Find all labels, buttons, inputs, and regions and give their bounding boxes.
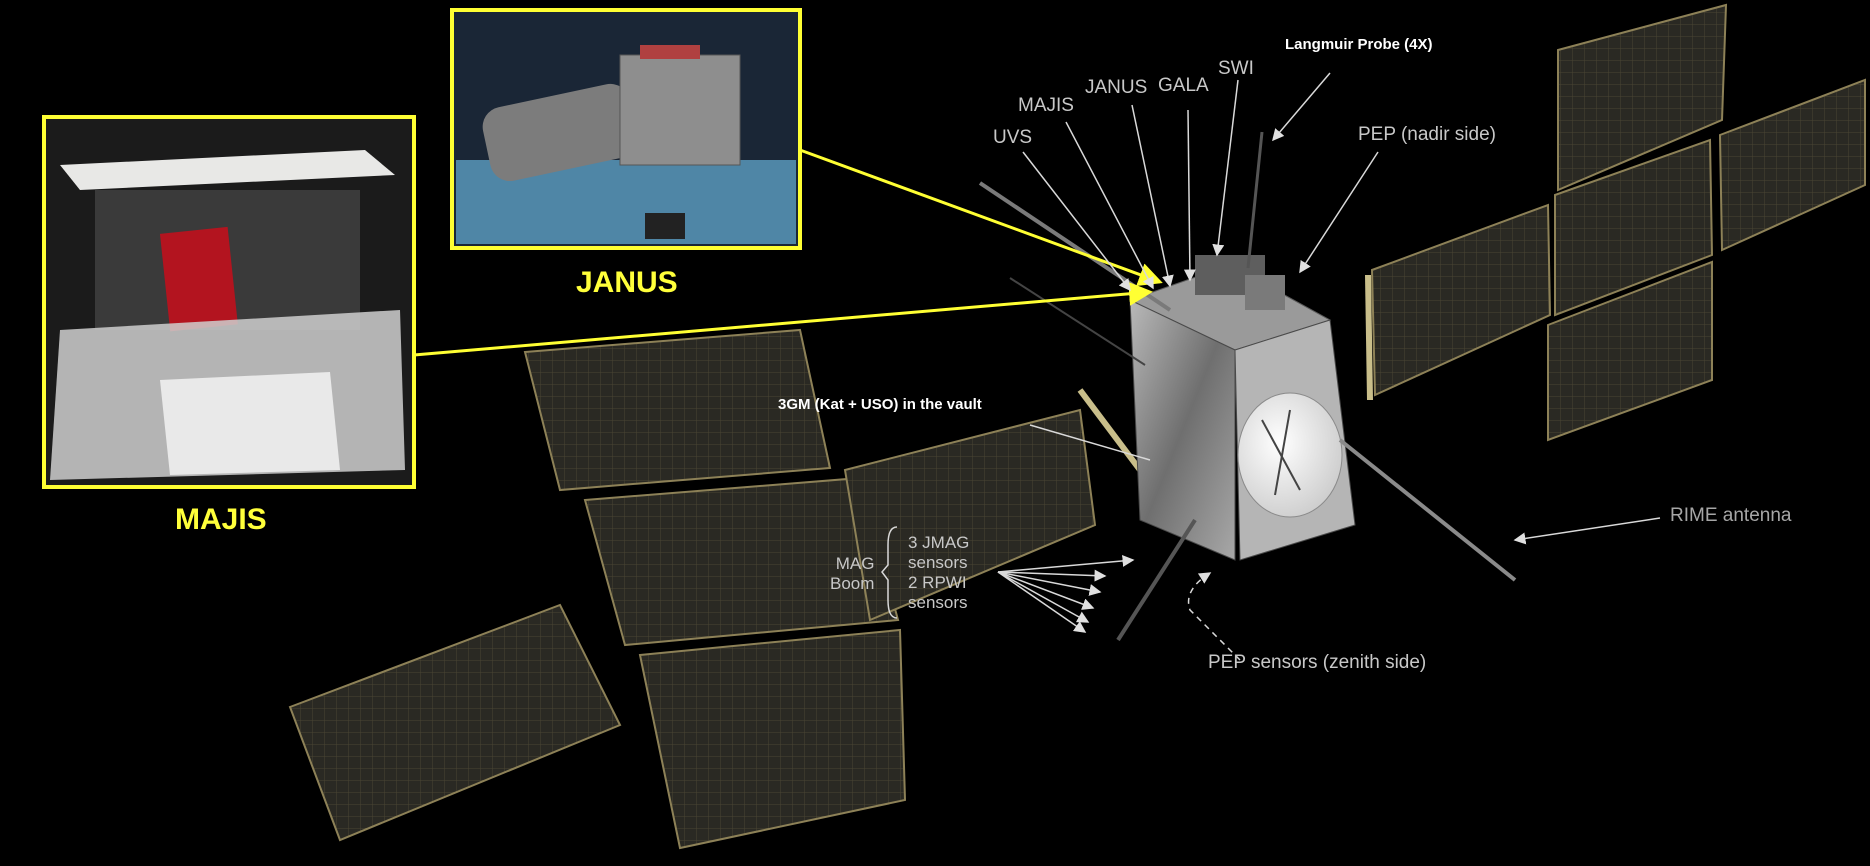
- solar-panel: [288, 603, 622, 842]
- langmuir-probe-boom: [1246, 131, 1264, 269]
- janus-callout-line: [799, 148, 1163, 287]
- uvs-label: UVS: [993, 127, 1033, 148]
- langmuir-probe-label: Langmuir Probe (4X): [1285, 36, 1433, 53]
- rpwi-line: sensors: [908, 593, 968, 612]
- solar-panel: [638, 628, 907, 850]
- rime-antenna-boom: [1338, 438, 1517, 582]
- left-solar-array: [288, 328, 1143, 850]
- janus-photo: [450, 8, 802, 250]
- langmuir-probe-boom: [1009, 277, 1146, 366]
- majis-caption: MAJIS: [175, 503, 267, 536]
- leader-lines: [881, 72, 1661, 661]
- mag-boom: [1116, 518, 1197, 642]
- solar-yoke: [1077, 388, 1143, 472]
- bus-side: [1129, 299, 1236, 561]
- pep-nadir-label: PEP (nadir side): [1358, 124, 1496, 145]
- gala-label: GALA: [1158, 75, 1209, 96]
- solar-panel: [523, 328, 832, 492]
- antenna-feed: [1274, 409, 1291, 496]
- janus-caption: JANUS: [576, 266, 678, 299]
- solar-yoke: [1365, 274, 1373, 401]
- majis-label: MAJIS: [1018, 95, 1074, 116]
- spacecraft-bus: [1128, 255, 1356, 561]
- pep-zenith-label: PEP sensors (zenith side): [1208, 652, 1427, 673]
- antenna-feed: [1261, 419, 1301, 491]
- rime-antenna-label: RIME antenna: [1670, 505, 1792, 526]
- langmuir-probe-boom: [978, 181, 1172, 312]
- solar-panel: [843, 408, 1097, 622]
- mag-boom-label: MAG Boom: [830, 554, 874, 594]
- mag-boom-line: Boom: [830, 574, 875, 593]
- jmag-line: sensors: [908, 553, 968, 572]
- janus-label: JANUS: [1085, 77, 1148, 98]
- rpwi-line: 2 RPWI: [908, 573, 967, 592]
- solar-panel: [1370, 203, 1552, 397]
- solar-panel: [1718, 78, 1866, 252]
- majis-photo: [42, 115, 416, 489]
- instrument-deck: [1245, 275, 1285, 310]
- solar-panel: [583, 476, 900, 647]
- solar-panel: [1557, 3, 1728, 192]
- majis-callout-line: [413, 281, 1153, 357]
- swi-label: SWI: [1218, 58, 1254, 79]
- gm3-label: 3GM (Kat + USO) in the vault: [778, 396, 982, 413]
- sensors-label: 3 JMAG sensors 2 RPWI sensors: [908, 533, 969, 613]
- solar-panel: [1547, 260, 1713, 442]
- jmag-line: 3 JMAG: [908, 533, 970, 552]
- right-solar-array: [1365, 3, 1866, 442]
- mag-boom-line: MAG: [835, 554, 875, 573]
- solar-panel: [1554, 138, 1714, 317]
